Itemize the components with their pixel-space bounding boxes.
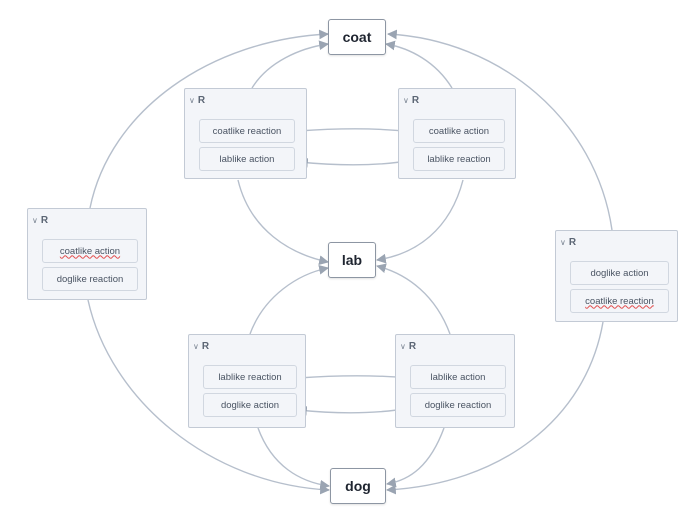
role-slot[interactable]: coatlike reaction [199, 119, 295, 143]
chevron-down-icon[interactable]: ∨ [189, 96, 195, 105]
role-slot[interactable]: lablike action [199, 147, 295, 171]
role-slot[interactable]: coatlike reaction [570, 289, 669, 313]
edge-coat-left-up [251, 40, 329, 89]
edge-coat-left-lab [237, 179, 329, 265]
role-slot[interactable]: doglike action [570, 261, 669, 285]
relation-header[interactable]: ∨R [400, 341, 417, 352]
node-lab[interactable]: lab [328, 242, 376, 278]
role-slot[interactable]: lablike reaction [413, 147, 505, 171]
role-slot[interactable]: doglike action [203, 393, 297, 417]
relation-header[interactable]: ∨R [560, 237, 577, 248]
relation-header[interactable]: ∨R [403, 95, 420, 106]
relation-box[interactable]: ∨R lablike reaction doglike action [188, 334, 306, 428]
edge-doglike-reaction-to-action [297, 406, 411, 416]
chevron-down-icon[interactable]: ∨ [403, 96, 409, 105]
chevron-down-icon[interactable]: ∨ [400, 342, 406, 351]
edge-dog-left-dog [257, 427, 330, 490]
role-label: coatlike action [59, 245, 121, 257]
chevron-down-icon[interactable]: ∨ [32, 216, 38, 225]
edge-lab-dog-left [249, 264, 329, 335]
node-dog[interactable]: dog [330, 468, 386, 504]
edge-dog-right-dog [386, 427, 445, 488]
edge-outer-right-coat [387, 29, 613, 231]
relation-box[interactable]: ∨R doglike action coatlike reaction [555, 230, 678, 322]
role-slot[interactable]: lablike reaction [203, 365, 297, 389]
edge-outer-left-coat [89, 29, 329, 209]
role-slot[interactable]: doglike reaction [42, 267, 138, 291]
node-coat[interactable]: coat [328, 19, 386, 55]
edge-coat-right-up [385, 40, 453, 89]
edge-lablike-reaction-to-action [298, 157, 414, 168]
relation-header[interactable]: ∨R [193, 341, 210, 352]
role-slot[interactable]: lablike action [410, 365, 506, 389]
edge-lab-dog-right [376, 263, 451, 335]
chevron-down-icon[interactable]: ∨ [560, 238, 566, 247]
edge-coat-right-lab [376, 179, 464, 264]
relation-header[interactable]: ∨R [189, 95, 206, 106]
role-slot[interactable]: coatlike action [413, 119, 505, 143]
edge-outer-left-dog [87, 299, 330, 495]
relation-header[interactable]: ∨R [32, 215, 49, 226]
relation-box[interactable]: ∨R coatlike action lablike reaction [398, 88, 516, 179]
relation-box[interactable]: ∨R coatlike reaction lablike action [184, 88, 307, 179]
chevron-down-icon[interactable]: ∨ [193, 342, 199, 351]
role-slot[interactable]: coatlike action [42, 239, 138, 263]
role-slot[interactable]: doglike reaction [410, 393, 506, 417]
edge-outer-right-dog [386, 321, 604, 495]
relation-box[interactable]: ∨R coatlike action doglike reaction [27, 208, 147, 300]
edge-coatlike-reaction-to-action [297, 126, 413, 136]
role-label: coatlike reaction [585, 295, 654, 307]
relation-box[interactable]: ∨R lablike action doglike reaction [395, 334, 515, 428]
edge-lablike-reaction-lower [297, 372, 410, 383]
